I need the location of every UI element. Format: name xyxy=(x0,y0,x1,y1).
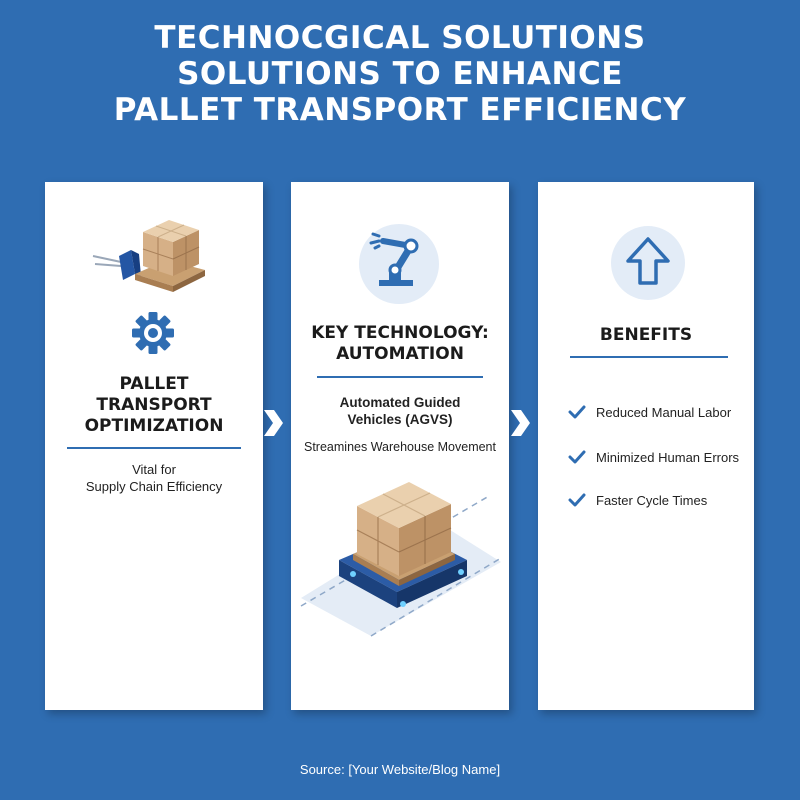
card3-heading: BENEFITS xyxy=(599,325,693,345)
card-benefits: BENEFITS Reduced Manual Labor Minimized … xyxy=(538,182,754,710)
card2-description: Streamines Warehouse Movement xyxy=(304,440,496,454)
card2-subheading: Automated Guided Vehicles (AGVS) xyxy=(291,394,509,428)
card3-divider xyxy=(570,356,728,358)
card1-text-line1: Vital for xyxy=(132,462,176,477)
chevron-right-icon xyxy=(511,410,530,436)
card-key-technology: KEY TECHNOLOGY: AUTOMATION Automated Gui… xyxy=(291,182,509,710)
benefit-item: Faster Cycle Times xyxy=(568,490,707,510)
robot-arm-icon xyxy=(359,224,439,304)
card-pallet-transport: PALLET TRANSPORT OPTIMIZATION Vital for … xyxy=(45,182,263,710)
card2-heading-line1: KEY TECHNOLOGY: xyxy=(311,323,489,343)
title-line-3: PALLET TRANSPORT EFFICIENCY xyxy=(113,92,687,128)
card1-heading-line3: OPTIMIZATION xyxy=(84,416,224,436)
benefit-item: Minimized Human Errors xyxy=(568,447,739,467)
benefit-item: Reduced Manual Labor xyxy=(568,402,731,422)
gear-icon xyxy=(132,312,174,354)
card2-subheading-line2: Vehicles (AGVS) xyxy=(347,412,453,427)
benefit-label: Reduced Manual Labor xyxy=(596,404,732,420)
card2-heading: KEY TECHNOLOGY: AUTOMATION xyxy=(291,323,509,365)
check-icon xyxy=(568,493,586,507)
card1-divider xyxy=(67,447,241,449)
chevron-right-icon xyxy=(264,410,283,436)
benefit-label: Faster Cycle Times xyxy=(596,492,708,508)
pallet-jack-icon xyxy=(92,220,205,292)
source-credit: Source: [Your Website/Blog Name] xyxy=(299,762,501,777)
card1-heading-line1: PALLET xyxy=(119,374,189,394)
check-icon xyxy=(568,450,586,464)
title-line-2: SOLUTIONS TO ENHANCE xyxy=(177,56,623,92)
card1-heading: PALLET TRANSPORT OPTIMIZATION xyxy=(45,374,263,437)
agv-pallet-illustration xyxy=(300,482,502,637)
check-icon xyxy=(568,405,586,419)
up-arrow-icon xyxy=(611,226,685,300)
card2-subheading-line1: Automated Guided xyxy=(339,395,461,410)
card1-heading-line2: TRANSPORT xyxy=(96,395,212,415)
card1-text-line2: Supply Chain Efficiency xyxy=(85,479,223,494)
benefit-label: Minimized Human Errors xyxy=(596,449,740,465)
card1-description: Vital for Supply Chain Efficiency xyxy=(45,461,263,495)
card2-divider xyxy=(317,376,483,378)
page-title: TECHNOCGICAL SOLUTIONS SOLUTIONS TO ENHA… xyxy=(0,20,800,128)
card2-heading-line2: AUTOMATION xyxy=(336,344,464,364)
title-line-1: TECHNOCGICAL SOLUTIONS xyxy=(154,20,646,56)
